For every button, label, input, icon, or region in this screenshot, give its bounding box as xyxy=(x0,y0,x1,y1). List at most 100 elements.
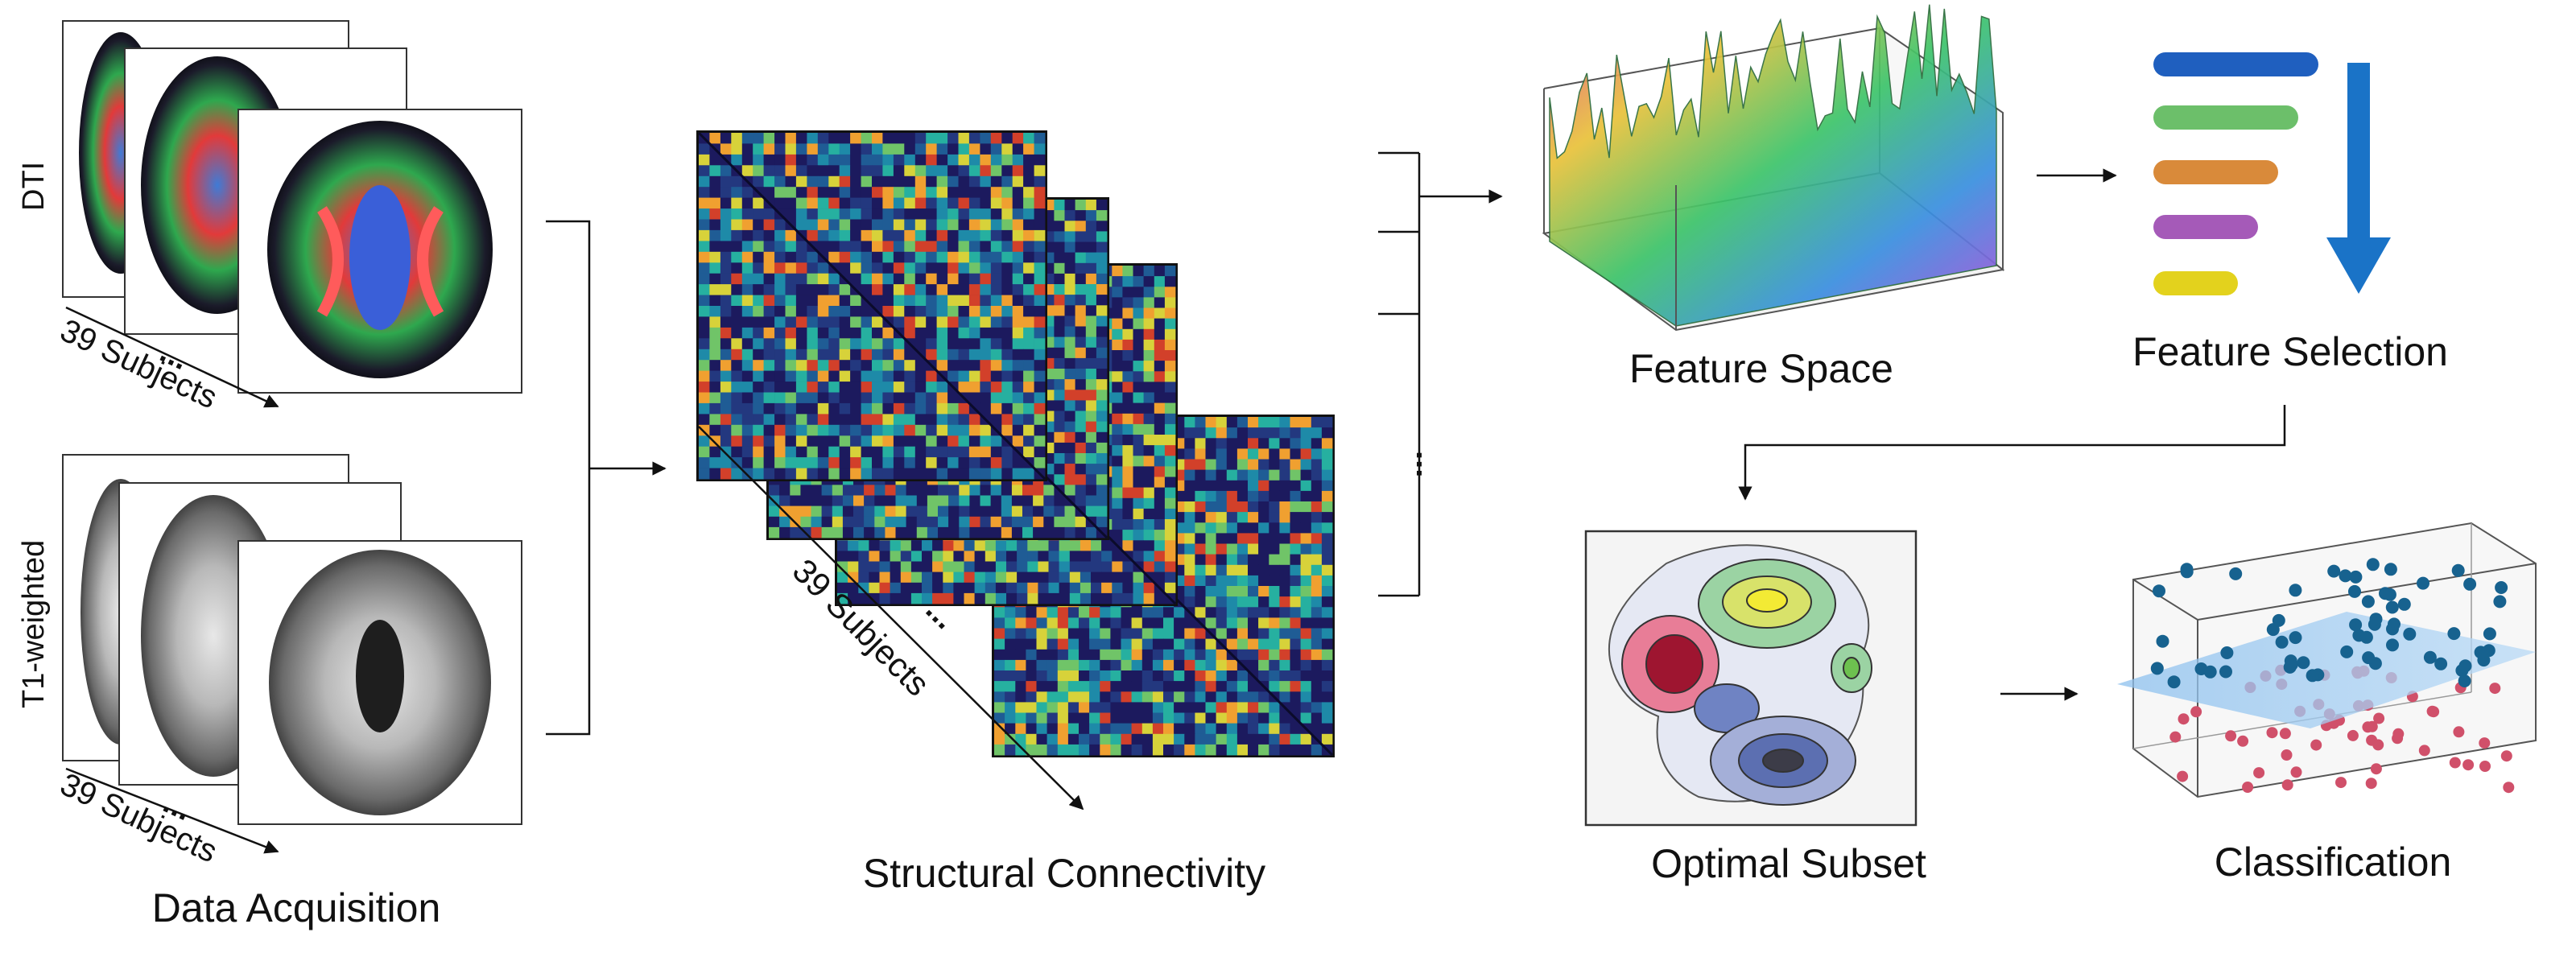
class-a-point xyxy=(2349,570,2363,584)
class-b-point xyxy=(2178,713,2190,725)
acquisition-bracket xyxy=(546,220,667,736)
class-a-point xyxy=(2458,659,2472,673)
class-a-point xyxy=(2349,618,2363,632)
class-a-point xyxy=(2219,665,2232,679)
class-a-point xyxy=(2289,631,2302,645)
class-a-points xyxy=(2150,558,2508,689)
feature-rank-bar-1 xyxy=(2153,52,2318,76)
class-a-point xyxy=(2285,658,2298,671)
feature-selection-panel xyxy=(2153,52,2391,295)
contour-small-green-inner xyxy=(1843,657,1860,679)
decision-plane xyxy=(2117,612,2536,728)
class-a-point xyxy=(2458,675,2471,687)
class-a-point xyxy=(2417,576,2429,590)
class-b-point xyxy=(2372,739,2384,751)
class-b-point xyxy=(2290,766,2302,778)
class-b-point xyxy=(2462,759,2475,771)
class-a-point xyxy=(2384,563,2397,576)
class-b-point xyxy=(2253,767,2265,779)
class-a-point xyxy=(2203,665,2217,679)
feature-space-plot xyxy=(1542,4,2005,332)
class-a-point xyxy=(2362,651,2376,665)
t1-stack xyxy=(62,454,522,854)
class-a-point xyxy=(2348,584,2361,598)
dti-core xyxy=(349,185,411,330)
class-b-point xyxy=(2489,683,2501,695)
contour-bottom-peak-top xyxy=(1762,749,1804,773)
class-a-point xyxy=(2275,635,2289,649)
class-b-point xyxy=(2449,757,2461,769)
class-a-point xyxy=(2153,584,2165,598)
dti-label: DTI xyxy=(17,162,51,211)
contour-red-peak-inner xyxy=(1645,634,1703,694)
class-a-point xyxy=(2447,627,2461,641)
dti-tract-right xyxy=(417,206,444,317)
class-a-point xyxy=(2180,565,2194,579)
class-a-point xyxy=(2150,662,2164,675)
class-a-point xyxy=(2359,630,2373,644)
class-b-point xyxy=(2190,706,2202,718)
class-a-point xyxy=(2403,627,2417,641)
class-a-point xyxy=(2388,617,2401,631)
t1-subject-axis xyxy=(65,767,279,854)
class-edge xyxy=(2132,579,2198,621)
class-b-point xyxy=(2242,782,2254,793)
class-a-point xyxy=(2340,645,2354,658)
class-b-point xyxy=(2365,778,2377,790)
class-a-point xyxy=(2167,675,2181,689)
feature-rank-bar-3 xyxy=(2153,160,2278,184)
bracket-line xyxy=(546,220,591,736)
class-a-point xyxy=(2366,558,2380,571)
class-b-point xyxy=(2281,749,2293,761)
class-a-point xyxy=(2272,613,2285,627)
selection-to-subset-connector xyxy=(1738,405,2286,501)
class-a-point xyxy=(2463,577,2477,591)
feature-surface xyxy=(1549,4,1997,327)
t1-ventricles xyxy=(356,620,404,732)
feature-selection-caption: Feature Selection xyxy=(2132,329,2448,374)
class-b-point xyxy=(2392,732,2404,745)
class-a-point xyxy=(2495,581,2508,594)
feature-rank-bar-5 xyxy=(2153,271,2238,295)
class-a-point xyxy=(2306,669,2319,683)
class-b-point xyxy=(2335,777,2347,789)
class-a-point xyxy=(2483,627,2496,641)
class-b-point xyxy=(2177,770,2189,782)
optimal-subset-plot xyxy=(1584,530,1918,827)
class-a-point xyxy=(2397,597,2411,611)
class-a-point xyxy=(2229,567,2243,580)
class-b-point xyxy=(2237,735,2249,747)
dti-tract-left xyxy=(316,206,344,317)
selection-arrow-head xyxy=(2326,237,2391,294)
class-b-point xyxy=(2347,729,2359,741)
feature-rank-bar-4 xyxy=(2153,215,2258,239)
structural-connectivity-caption: Structural Connectivity xyxy=(863,851,1265,896)
class-b-point xyxy=(2426,705,2438,717)
feature-space-caption: Feature Space xyxy=(1629,346,1893,391)
class-a-point xyxy=(2451,563,2465,577)
class-a-point xyxy=(2369,613,2383,626)
feature-rank-bar-2 xyxy=(2153,105,2298,130)
class-a-point xyxy=(2493,595,2507,609)
connectivity-subject-axis xyxy=(698,426,1084,811)
class-b-point xyxy=(2479,761,2491,772)
connectivity-matrices xyxy=(696,130,1335,757)
class-a-point xyxy=(2434,657,2448,670)
contour-green-peak-top xyxy=(1746,588,1788,613)
class-b-point xyxy=(2281,779,2293,791)
connectivity-matrix xyxy=(696,130,1047,481)
class-b-point xyxy=(2279,728,2291,740)
data-acquisition-caption: Data Acquisition xyxy=(152,885,441,930)
class-a-point xyxy=(2220,646,2234,659)
dti-subject-axis xyxy=(65,306,279,408)
class-b-point xyxy=(2453,726,2465,738)
class-b-point xyxy=(2370,763,2382,775)
t1-label: T1-weighted xyxy=(17,540,51,708)
class-a-point xyxy=(2327,564,2341,578)
dti-stack xyxy=(62,20,522,408)
class-b-point xyxy=(2503,782,2515,794)
class-b-point xyxy=(2310,739,2322,751)
class-b-point xyxy=(2500,750,2512,762)
class-b-point xyxy=(2418,745,2430,757)
